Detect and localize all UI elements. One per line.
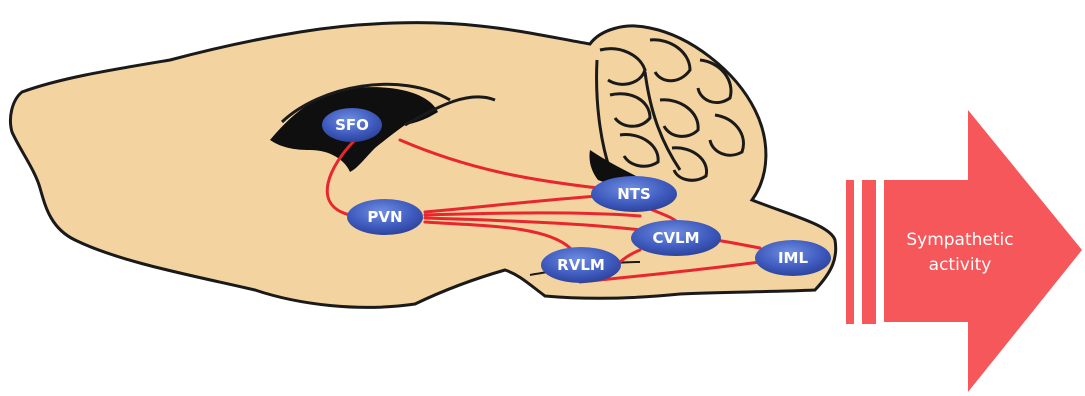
- node-iml-label: IML: [778, 249, 809, 267]
- node-cvlm: CVLM: [631, 220, 721, 256]
- arrow-tail-bar-1: [846, 180, 854, 324]
- brain-illustration: [10, 23, 835, 308]
- arrow-tail-bar-2: [862, 180, 876, 324]
- node-pvn: PVN: [347, 199, 423, 235]
- arrow-label-line1: Sympathetic: [906, 230, 1013, 250]
- node-rvlm: RVLM: [541, 247, 621, 283]
- node-sfo-label: SFO: [335, 116, 369, 134]
- node-nts-label: NTS: [617, 185, 651, 203]
- node-rvlm-label: RVLM: [557, 256, 605, 274]
- brain-outline: [10, 23, 835, 308]
- node-cvlm-label: CVLM: [652, 229, 699, 247]
- sympathetic-arrow: Sympathetic activity: [846, 110, 1082, 392]
- node-pvn-label: PVN: [367, 208, 402, 226]
- node-iml: IML: [755, 240, 831, 276]
- arrow-body: [884, 110, 1082, 392]
- node-nts: NTS: [591, 176, 677, 212]
- arrow-label-line2: activity: [929, 255, 992, 275]
- node-sfo: SFO: [322, 108, 382, 142]
